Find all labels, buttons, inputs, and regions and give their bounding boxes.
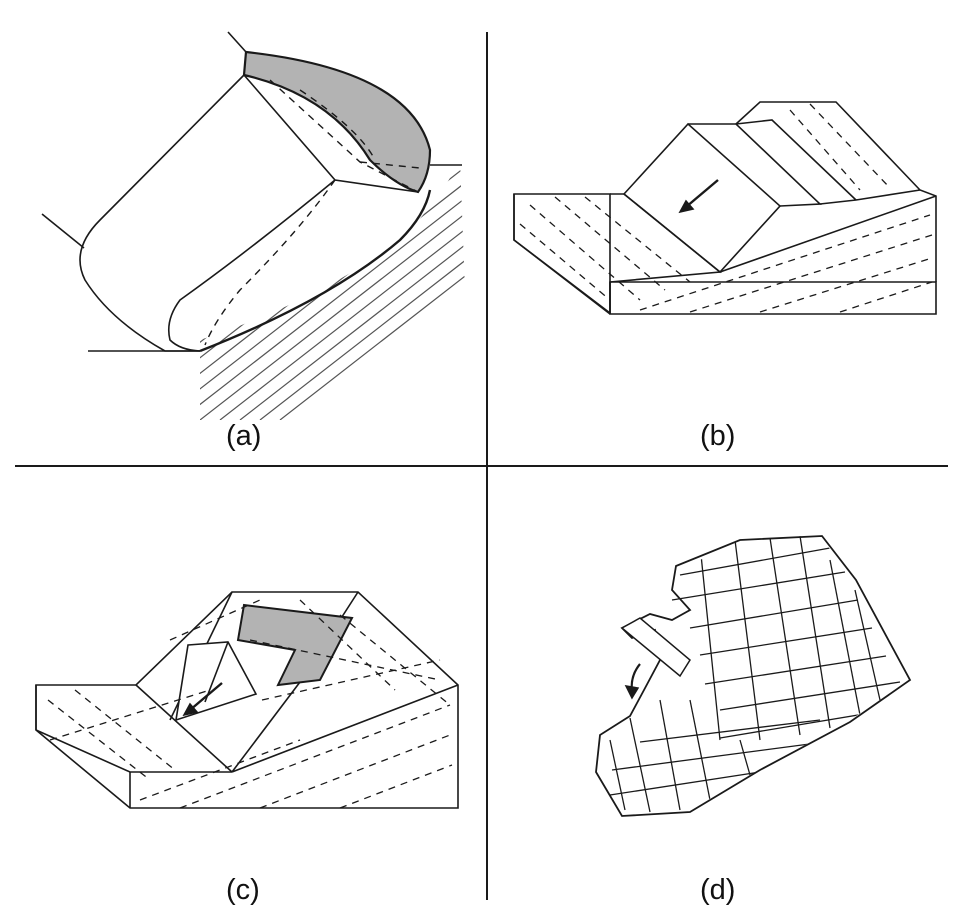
- panel-a-top-slope: [228, 32, 246, 52]
- panel-c-label: (c): [226, 874, 260, 906]
- panel-a-slide-body: [80, 75, 244, 351]
- panel-c-shaded-face: [238, 605, 352, 685]
- panel-c-wedge-block: [176, 642, 256, 720]
- panel-d-arrow-head: [626, 686, 638, 698]
- panel-d-block-failure: [596, 536, 910, 816]
- panel-d-toppled-slab: [622, 618, 690, 676]
- panel-b-sliding-block: [624, 124, 780, 272]
- panel-a-rupture-surface: [200, 190, 430, 351]
- panel-b-translational-slide: [514, 102, 936, 314]
- panel-a-left-slope: [42, 214, 84, 248]
- panel-d-block-grid: [610, 536, 900, 812]
- panel-a-scarp: [244, 52, 430, 192]
- panel-c-wedge-slide: [36, 592, 458, 808]
- panel-c-joint-planes: [48, 600, 452, 808]
- panel-b-front-face: [610, 282, 936, 314]
- panel-b-lower-slab: [514, 194, 610, 313]
- panel-dividers: [15, 32, 948, 900]
- panel-b-arrow-head: [680, 201, 693, 212]
- panel-a-ground-hatching: [40, 140, 640, 420]
- panel-b-motion-arrow: [686, 180, 718, 207]
- panel-a-rotational-slide: [40, 32, 640, 420]
- panel-b-label: (b): [700, 420, 736, 452]
- panel-c-arrow-head: [184, 704, 197, 715]
- panel-d-outline: [596, 536, 910, 816]
- panel-b-bedding-planes: [520, 104, 932, 312]
- panel-a-label: (a): [226, 420, 262, 452]
- panel-d-label: (d): [700, 874, 736, 906]
- panel-c-motion-arrow: [190, 683, 222, 710]
- panel-a-hidden-edges: [205, 80, 420, 345]
